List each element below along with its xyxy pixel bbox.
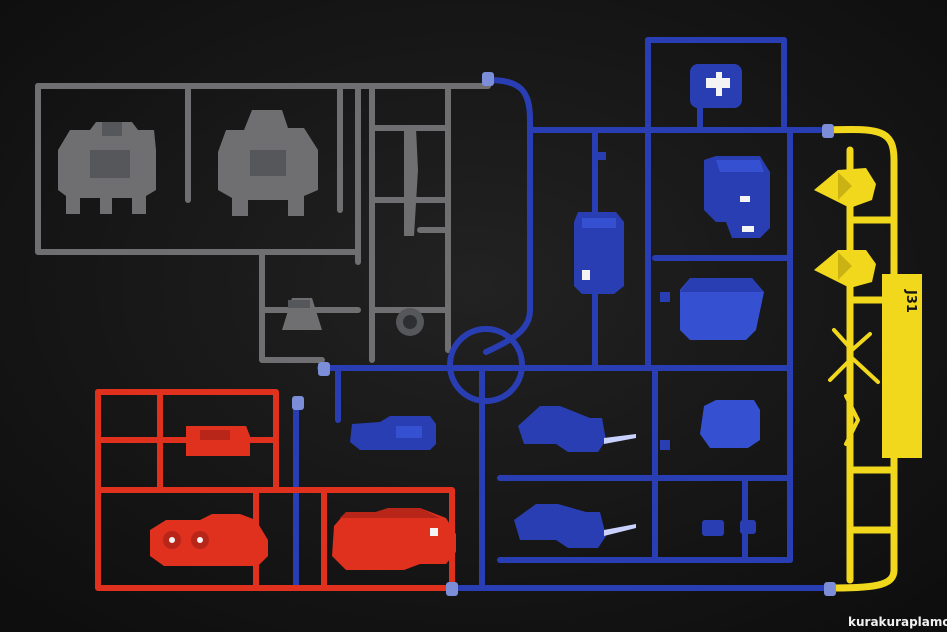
blue-ring-runner	[447, 326, 525, 404]
red-part-chest-armor	[332, 508, 456, 570]
gray-part-housing-right	[218, 110, 318, 216]
sprue-tag: J31	[882, 274, 922, 458]
yellow-sprue-runners	[824, 125, 898, 592]
red-part-frame	[150, 514, 268, 566]
gray-sprue-runners	[35, 83, 491, 363]
blue-part-shield	[680, 278, 764, 340]
blue-part-plate-right	[700, 400, 760, 448]
gray-part-round-knob	[396, 308, 424, 336]
blue-part-socket	[690, 64, 742, 108]
gray-part-housing-left	[58, 122, 156, 214]
red-sprue	[95, 389, 456, 591]
blue-sprue	[293, 37, 829, 591]
blue-part-fin-upper	[518, 406, 636, 452]
gray-part-rod	[404, 128, 418, 236]
blue-part-block	[350, 416, 436, 450]
blue-part-fin-lower	[514, 504, 636, 548]
yellow-part-crest-upper	[814, 168, 876, 208]
sprue-tag-label: J31	[903, 289, 918, 313]
gray-part-small-wedge	[282, 298, 322, 330]
blue-sprue-runners	[293, 37, 829, 591]
yellow-part-antenna	[828, 328, 880, 446]
blue-part-small-bits	[596, 152, 756, 536]
yellow-sprue: J31	[814, 125, 922, 592]
yellow-part-crest-lower	[814, 250, 876, 288]
blue-part-chest	[704, 156, 770, 238]
watermark-text: kurakuraplamo	[848, 615, 947, 629]
red-part-clip	[186, 426, 250, 456]
runner-joint-caps	[292, 72, 836, 596]
blue-part-collar	[574, 212, 624, 294]
gray-sprue	[35, 83, 491, 363]
